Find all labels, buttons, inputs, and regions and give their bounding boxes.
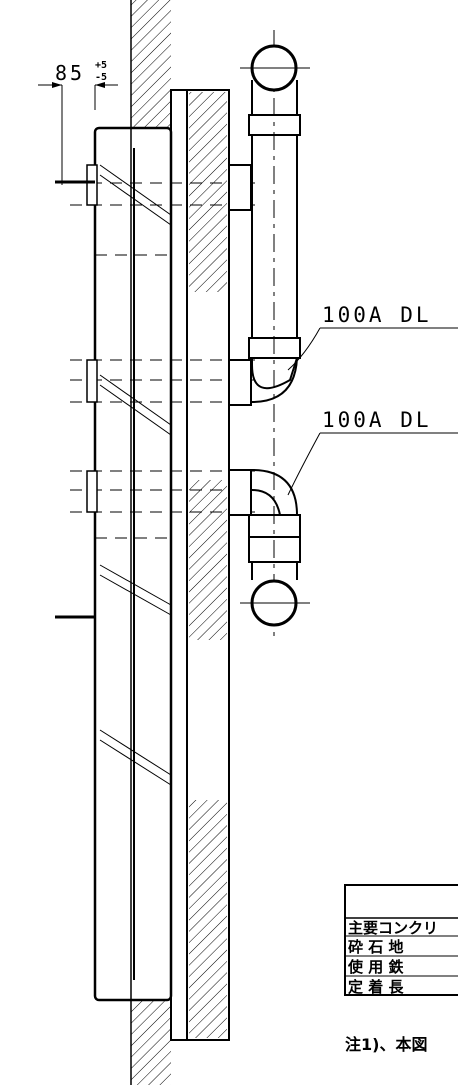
table-row-4: 定 着 長: [348, 978, 404, 996]
dimension-tol-minus: -5: [95, 72, 107, 83]
pipe-label-lower-text: 100A DL: [322, 408, 432, 432]
dimension-value: 85: [55, 61, 85, 85]
wall-hatch: [130, 0, 171, 1085]
pipe-end-bottom: [240, 579, 310, 627]
table-row-3: 使 用 鉄: [347, 958, 403, 976]
pipe-end-top: [240, 44, 310, 92]
spec-table: 主要コンクリ 砕 石 地 使 用 鉄 定 着 長: [344, 884, 458, 996]
pipe-label-upper: 100A DL: [287, 303, 458, 371]
pipe-label-upper-text: 100A DL: [322, 303, 432, 327]
pipe-brackets: [228, 164, 252, 516]
note-text: 注1)、本図: [345, 1035, 427, 1054]
concrete-panel: [70, 126, 255, 1002]
rear-plate: [170, 89, 230, 1041]
pipe-label-lower: 100A DL: [287, 408, 458, 496]
dimension-85: 85 +5 -5: [38, 60, 118, 185]
table-row-2: 砕 石 地: [348, 938, 403, 956]
table-row-1: 主要コンクリ: [348, 919, 438, 937]
anchor-bolts: [55, 164, 98, 619]
dimension-tol-plus: +5: [95, 60, 107, 71]
vertical-pipe: [248, 30, 301, 640]
